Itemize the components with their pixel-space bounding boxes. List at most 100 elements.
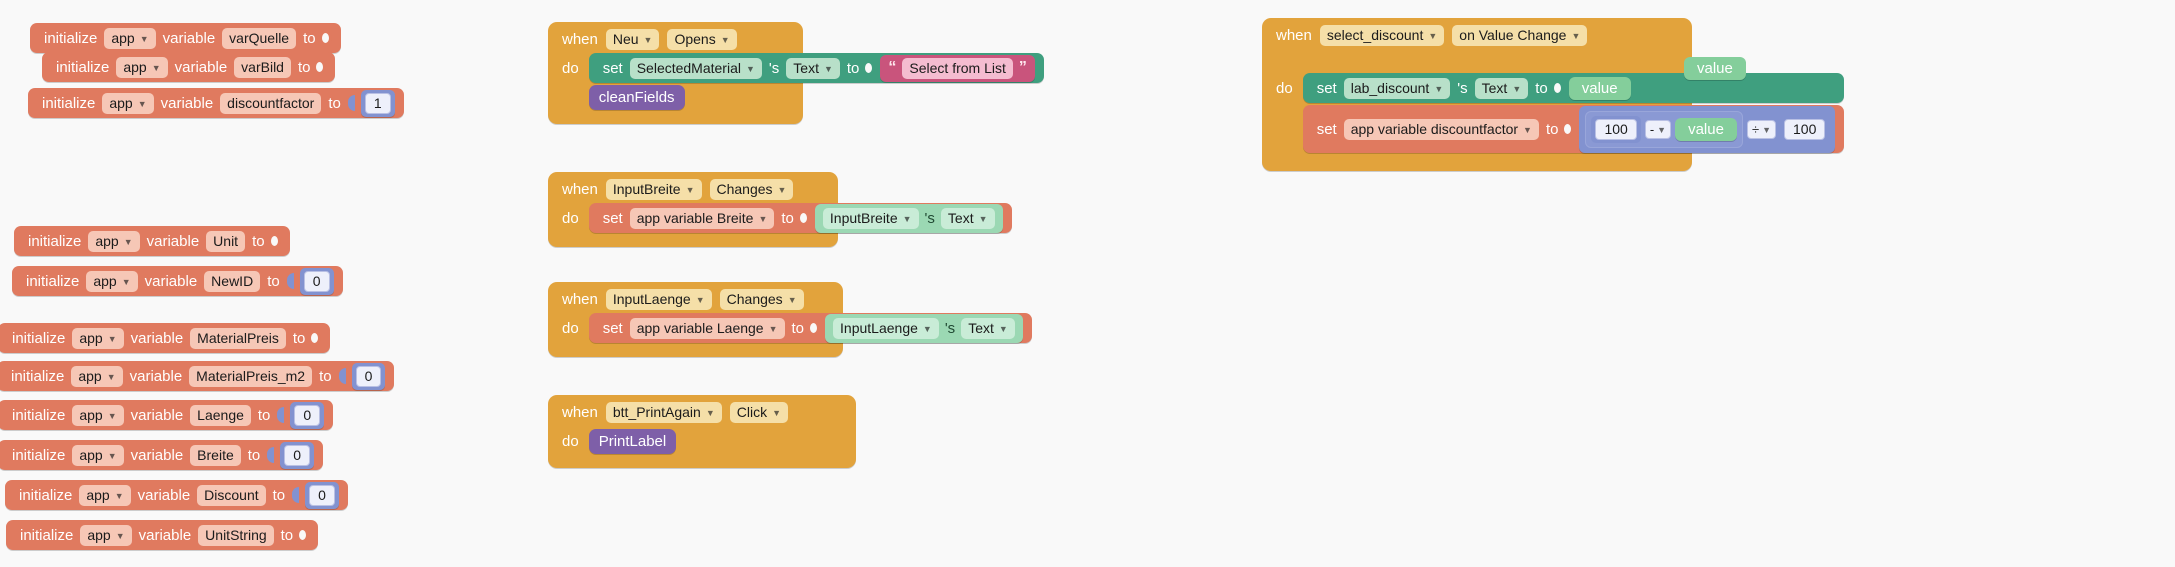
number-value[interactable]: 0 bbox=[355, 365, 382, 387]
event-dropdown[interactable]: Changes▼ bbox=[709, 179, 794, 200]
event-parameter-value[interactable]: value bbox=[1684, 57, 1746, 80]
scope-dropdown[interactable]: app▼ bbox=[71, 365, 123, 387]
init-variable-block[interactable]: initialize app▼ variable discountfactor … bbox=[28, 88, 404, 118]
number-block[interactable]: 1 bbox=[360, 89, 395, 117]
scope-dropdown[interactable]: app▼ bbox=[102, 92, 154, 114]
event-block-select-discount[interactable]: when select_discount▼ on Value Change▼ d… bbox=[1262, 18, 1845, 171]
init-variable-block[interactable]: initialize app▼ variable Discount to 0 bbox=[5, 480, 348, 510]
string-value-field[interactable]: Select from List bbox=[902, 57, 1013, 79]
number-block[interactable]: 100 bbox=[1780, 115, 1830, 143]
to-label: to bbox=[247, 446, 261, 464]
number-block[interactable]: 0 bbox=[280, 441, 315, 469]
subtraction-math-block[interactable]: 100 -▼ value bbox=[1585, 110, 1743, 148]
component-dropdown[interactable]: Neu▼ bbox=[605, 29, 660, 50]
property-dropdown[interactable]: Text▼ bbox=[1474, 77, 1529, 99]
event-dropdown[interactable]: on Value Change▼ bbox=[1452, 25, 1588, 46]
scope-dropdown[interactable]: app▼ bbox=[72, 444, 124, 466]
chevron-down-icon: ▼ bbox=[705, 408, 715, 418]
value-getter-block[interactable]: value bbox=[1675, 117, 1737, 141]
variable-name-field[interactable]: discountfactor bbox=[220, 92, 322, 114]
init-variable-block[interactable]: initialize app▼ variable NewID to 0 bbox=[12, 266, 343, 296]
variable-name-field[interactable]: UnitString bbox=[198, 524, 274, 546]
component-dropdown[interactable]: select_discount▼ bbox=[1319, 25, 1445, 46]
scope-dropdown[interactable]: app▼ bbox=[104, 27, 156, 49]
operator-dropdown[interactable]: -▼ bbox=[1644, 119, 1672, 139]
component-getter-block[interactable]: InputLaenge▼ 's Text▼ bbox=[825, 313, 1023, 343]
component-dropdown[interactable]: InputBreite▼ bbox=[605, 179, 702, 200]
procedure-call-block[interactable]: cleanFields bbox=[588, 85, 685, 110]
variable-dropdown[interactable]: app variable Breite▼ bbox=[629, 207, 775, 229]
init-variable-block[interactable]: initialize app▼ variable Breite to 0 bbox=[0, 440, 324, 470]
variable-name-field[interactable]: MaterialPreis_m2 bbox=[189, 365, 313, 387]
variable-name-field[interactable]: varBild bbox=[234, 56, 291, 78]
variable-dropdown[interactable]: app variable discountfactor▼ bbox=[1343, 118, 1539, 140]
number-block[interactable]: 0 bbox=[290, 401, 325, 429]
value-getter-block[interactable]: value bbox=[1568, 76, 1631, 100]
set-property-block[interactable]: set SelectedMaterial▼ 's Text▼ to “ Sele… bbox=[588, 53, 1044, 83]
init-variable-block[interactable]: initialize app▼ variable varQuelle to bbox=[30, 23, 341, 53]
component-getter-block[interactable]: InputBreite▼ 's Text▼ bbox=[814, 203, 1003, 233]
number-value[interactable]: 100 bbox=[1595, 118, 1637, 140]
chevron-down-icon: ▼ bbox=[1762, 125, 1772, 135]
variable-name-field[interactable]: Breite bbox=[190, 444, 241, 466]
variable-dropdown[interactable]: app variable Laenge▼ bbox=[629, 317, 785, 339]
number-block[interactable]: 0 bbox=[305, 481, 339, 509]
init-variable-block[interactable]: initialize app▼ variable Laenge to 0 bbox=[0, 400, 334, 430]
number-value[interactable]: 0 bbox=[294, 404, 321, 426]
init-variable-block[interactable]: initialize app▼ variable MaterialPreis_m… bbox=[0, 361, 395, 391]
event-block-inputlaenge-changes[interactable]: when InputLaenge▼ Changes▼ do set app va… bbox=[548, 282, 1032, 357]
operator-label: - bbox=[1649, 121, 1655, 137]
scope-dropdown[interactable]: app▼ bbox=[88, 230, 140, 252]
scope-dropdown[interactable]: app▼ bbox=[86, 270, 138, 292]
variable-name-field[interactable]: varQuelle bbox=[222, 27, 297, 49]
init-variable-block[interactable]: initialize app▼ variable UnitString to bbox=[6, 520, 319, 550]
variable-label: variable bbox=[129, 367, 183, 385]
apostrophe-s-label: 's bbox=[944, 319, 956, 337]
property-dropdown[interactable]: Text▼ bbox=[786, 57, 840, 79]
component-dropdown[interactable]: SelectedMaterial▼ bbox=[629, 57, 762, 79]
event-block-neu-opens[interactable]: when Neu▼ Opens▼ do set SelectedMaterial… bbox=[548, 22, 1044, 124]
event-dropdown[interactable]: Opens▼ bbox=[667, 29, 737, 50]
outer-operator-dropdown[interactable]: ÷▼ bbox=[1746, 119, 1777, 139]
number-value[interactable]: 0 bbox=[284, 444, 311, 466]
procedure-call-block[interactable]: PrintLabel bbox=[588, 429, 677, 454]
variable-name-field[interactable]: Discount bbox=[197, 484, 266, 506]
scope-dropdown[interactable]: app▼ bbox=[116, 56, 168, 78]
event-dropdown[interactable]: Changes▼ bbox=[719, 289, 804, 310]
property-dropdown[interactable]: Text▼ bbox=[961, 317, 1015, 339]
scope-dropdown[interactable]: app▼ bbox=[72, 404, 124, 426]
init-variable-block[interactable]: initialize app▼ variable varBild to bbox=[42, 52, 336, 82]
number-value[interactable]: 100 bbox=[1784, 118, 1826, 140]
scope-dropdown[interactable]: app▼ bbox=[72, 327, 124, 349]
component-dropdown[interactable]: InputLaenge▼ bbox=[605, 289, 712, 310]
number-block[interactable]: 0 bbox=[299, 267, 334, 295]
set-variable-block[interactable]: set app variable Breite▼ to InputBreite▼… bbox=[588, 203, 1012, 233]
scope-dropdown[interactable]: app▼ bbox=[80, 524, 132, 546]
number-value[interactable]: 1 bbox=[364, 92, 391, 114]
init-variable-block[interactable]: initialize app▼ variable MaterialPreis t… bbox=[0, 323, 331, 353]
set-variable-block[interactable]: set app variable Laenge▼ to InputLaenge▼… bbox=[588, 313, 1032, 343]
event-dropdown[interactable]: Click▼ bbox=[729, 402, 788, 423]
property-dropdown[interactable]: Text▼ bbox=[940, 207, 995, 229]
text-string-block[interactable]: “ Select from List ” bbox=[880, 54, 1035, 82]
event-block-printagain-click[interactable]: when btt_PrintAgain▼ Click▼ do PrintLabe… bbox=[548, 395, 856, 468]
number-value[interactable]: 0 bbox=[309, 484, 335, 506]
component-dropdown[interactable]: btt_PrintAgain▼ bbox=[605, 402, 722, 423]
component-dropdown[interactable]: InputLaenge▼ bbox=[833, 317, 939, 339]
set-variable-block[interactable]: set app variable discountfactor▼ to 100 bbox=[1302, 105, 1845, 153]
variable-name-field[interactable]: Unit bbox=[206, 230, 246, 252]
number-block[interactable]: 100 bbox=[1591, 115, 1641, 143]
set-property-block[interactable]: set lab_discount▼ 's Text▼ to value bbox=[1302, 73, 1845, 103]
number-block[interactable]: 0 bbox=[351, 362, 386, 390]
division-math-block[interactable]: 100 -▼ value ÷▼ 100 bbox=[1579, 105, 1836, 153]
component-dropdown[interactable]: InputBreite▼ bbox=[822, 207, 919, 229]
component-dropdown[interactable]: lab_discount▼ bbox=[1343, 77, 1451, 99]
init-variable-block[interactable]: initialize app▼ variable Unit to bbox=[14, 226, 290, 256]
number-value[interactable]: 0 bbox=[303, 270, 330, 292]
scope-dropdown[interactable]: app▼ bbox=[79, 484, 131, 506]
variable-name-field[interactable]: MaterialPreis bbox=[190, 327, 286, 349]
variable-name-field[interactable]: Laenge bbox=[190, 404, 251, 426]
variable-name-field[interactable]: NewID bbox=[204, 270, 261, 292]
event-block-inputbreite-changes[interactable]: when InputBreite▼ Changes▼ do set app va… bbox=[548, 172, 1012, 247]
